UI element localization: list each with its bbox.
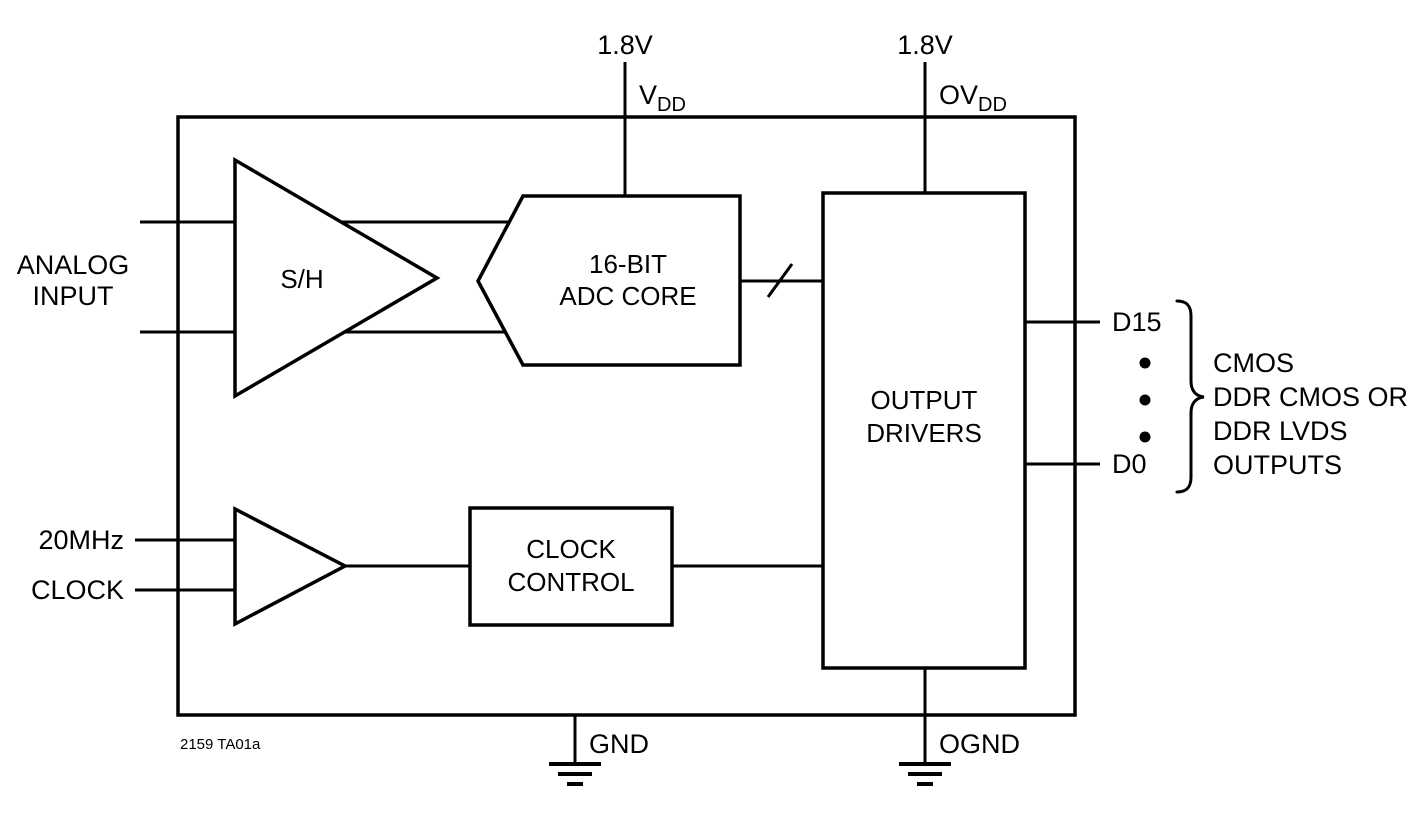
outputs-desc-line1: CMOS (1213, 348, 1294, 378)
clock-control-label-line2: CONTROL (507, 567, 634, 597)
clock-input-label-line2: CLOCK (31, 575, 124, 605)
output-ellipsis-dot-3 (1139, 431, 1151, 443)
clock-input-label-line1: 20MHz (38, 525, 124, 555)
clock-control-block (468, 506, 674, 627)
gnd-ground-symbol-icon (549, 762, 601, 786)
outputs-desc-line3: DDR LVDS (1213, 416, 1348, 446)
vdd-pin-sub: DD (657, 94, 686, 116)
analog-input-label-line1: ANALOG (17, 250, 130, 280)
ognd-ground-symbol-icon (899, 762, 951, 786)
sample-hold-label: S/H (280, 264, 323, 294)
output-ellipsis-dot-1 (1139, 357, 1151, 369)
vdd-pin-main: V (639, 80, 657, 110)
adc-core-label-line2: ADC CORE (559, 281, 696, 311)
analog-input-label-line2: INPUT (33, 281, 114, 311)
output-drivers-label-line1: OUTPUT (871, 385, 978, 415)
d0-label: D0 (1112, 449, 1147, 479)
d15-label: D15 (1112, 307, 1162, 337)
output-ellipsis-dot-2 (1139, 394, 1151, 406)
ovdd-pin-label: OVDD (939, 80, 1007, 116)
ovdd-pin-sub: DD (978, 94, 1007, 116)
ovdd-voltage-label: 1.8V (897, 30, 953, 60)
gnd-label: GND (589, 729, 649, 759)
ovdd-pin-main: OV (939, 80, 978, 110)
clock-buffer-triangle (233, 506, 349, 627)
ognd-label: OGND (939, 729, 1020, 759)
output-drivers-label-line2: DRIVERS (866, 418, 982, 448)
adc-core-block (476, 194, 742, 367)
vdd-voltage-label: 1.8V (597, 30, 653, 60)
outputs-brace-icon (1175, 299, 1205, 494)
outputs-desc-line4: OUTPUTS (1213, 450, 1342, 480)
bus-slash-icon (766, 263, 794, 298)
sample-hold-amp-triangle (233, 156, 441, 400)
outputs-desc-line2: DDR CMOS OR (1213, 382, 1408, 412)
adc-core-label-line1: 16-BIT (589, 249, 667, 279)
clock-control-label-line1: CLOCK (526, 534, 616, 564)
vdd-pin-label: VDD (639, 80, 686, 116)
figure-note: 2159 TA01a (180, 736, 261, 753)
output-drivers-block (821, 191, 1027, 670)
